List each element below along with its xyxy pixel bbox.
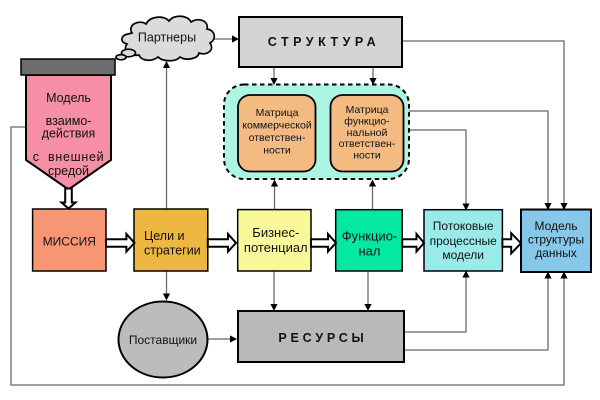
svg-text:потенциал: потенциал (244, 240, 308, 255)
svg-text:Матрица: Матрица (256, 107, 299, 119)
svg-text:ответствен-: ответствен- (339, 138, 396, 150)
svg-text:Модель: Модель (46, 91, 91, 105)
svg-text:ности: ности (353, 150, 381, 162)
svg-text:МИССИЯ: МИССИЯ (43, 234, 96, 248)
svg-text:нальной: нальной (347, 127, 388, 139)
svg-text:Партнеры: Партнеры (138, 31, 196, 45)
svg-text:модели: модели (442, 248, 484, 262)
svg-text:средой: средой (48, 164, 89, 178)
svg-text:Матрица: Матрица (346, 104, 389, 116)
svg-text:Потоковые: Потоковые (433, 219, 494, 233)
svg-text:Поставщики: Поставщики (129, 333, 197, 347)
svg-text:нал: нал (359, 244, 381, 259)
svg-text:Модель: Модель (534, 219, 577, 233)
svg-text:данных: данных (535, 246, 577, 260)
svg-text:СТРУКТУРА: СТРУКТУРА (268, 35, 380, 49)
svg-text:с внешней: с внешней (33, 150, 105, 164)
svg-text:Бизнес-: Бизнес- (252, 225, 299, 240)
svg-text:Функцио-: Функцио- (342, 229, 398, 244)
svg-text:Цели и: Цели и (144, 229, 185, 243)
svg-text:коммерческой: коммерческой (242, 120, 312, 132)
svg-text:структуры: структуры (528, 232, 584, 246)
svg-text:функцио-: функцио- (344, 115, 390, 127)
svg-text:РЕСУРСЫ: РЕСУРСЫ (278, 331, 367, 345)
svg-text:взаимо-: взаимо- (46, 114, 92, 128)
svg-text:ности: ности (263, 145, 291, 157)
svg-text:действия: действия (42, 127, 96, 141)
svg-text:ответствен-: ответствен- (249, 132, 306, 144)
svg-text:стратегии: стратегии (144, 243, 201, 257)
svg-text:процессные: процессные (430, 234, 498, 248)
